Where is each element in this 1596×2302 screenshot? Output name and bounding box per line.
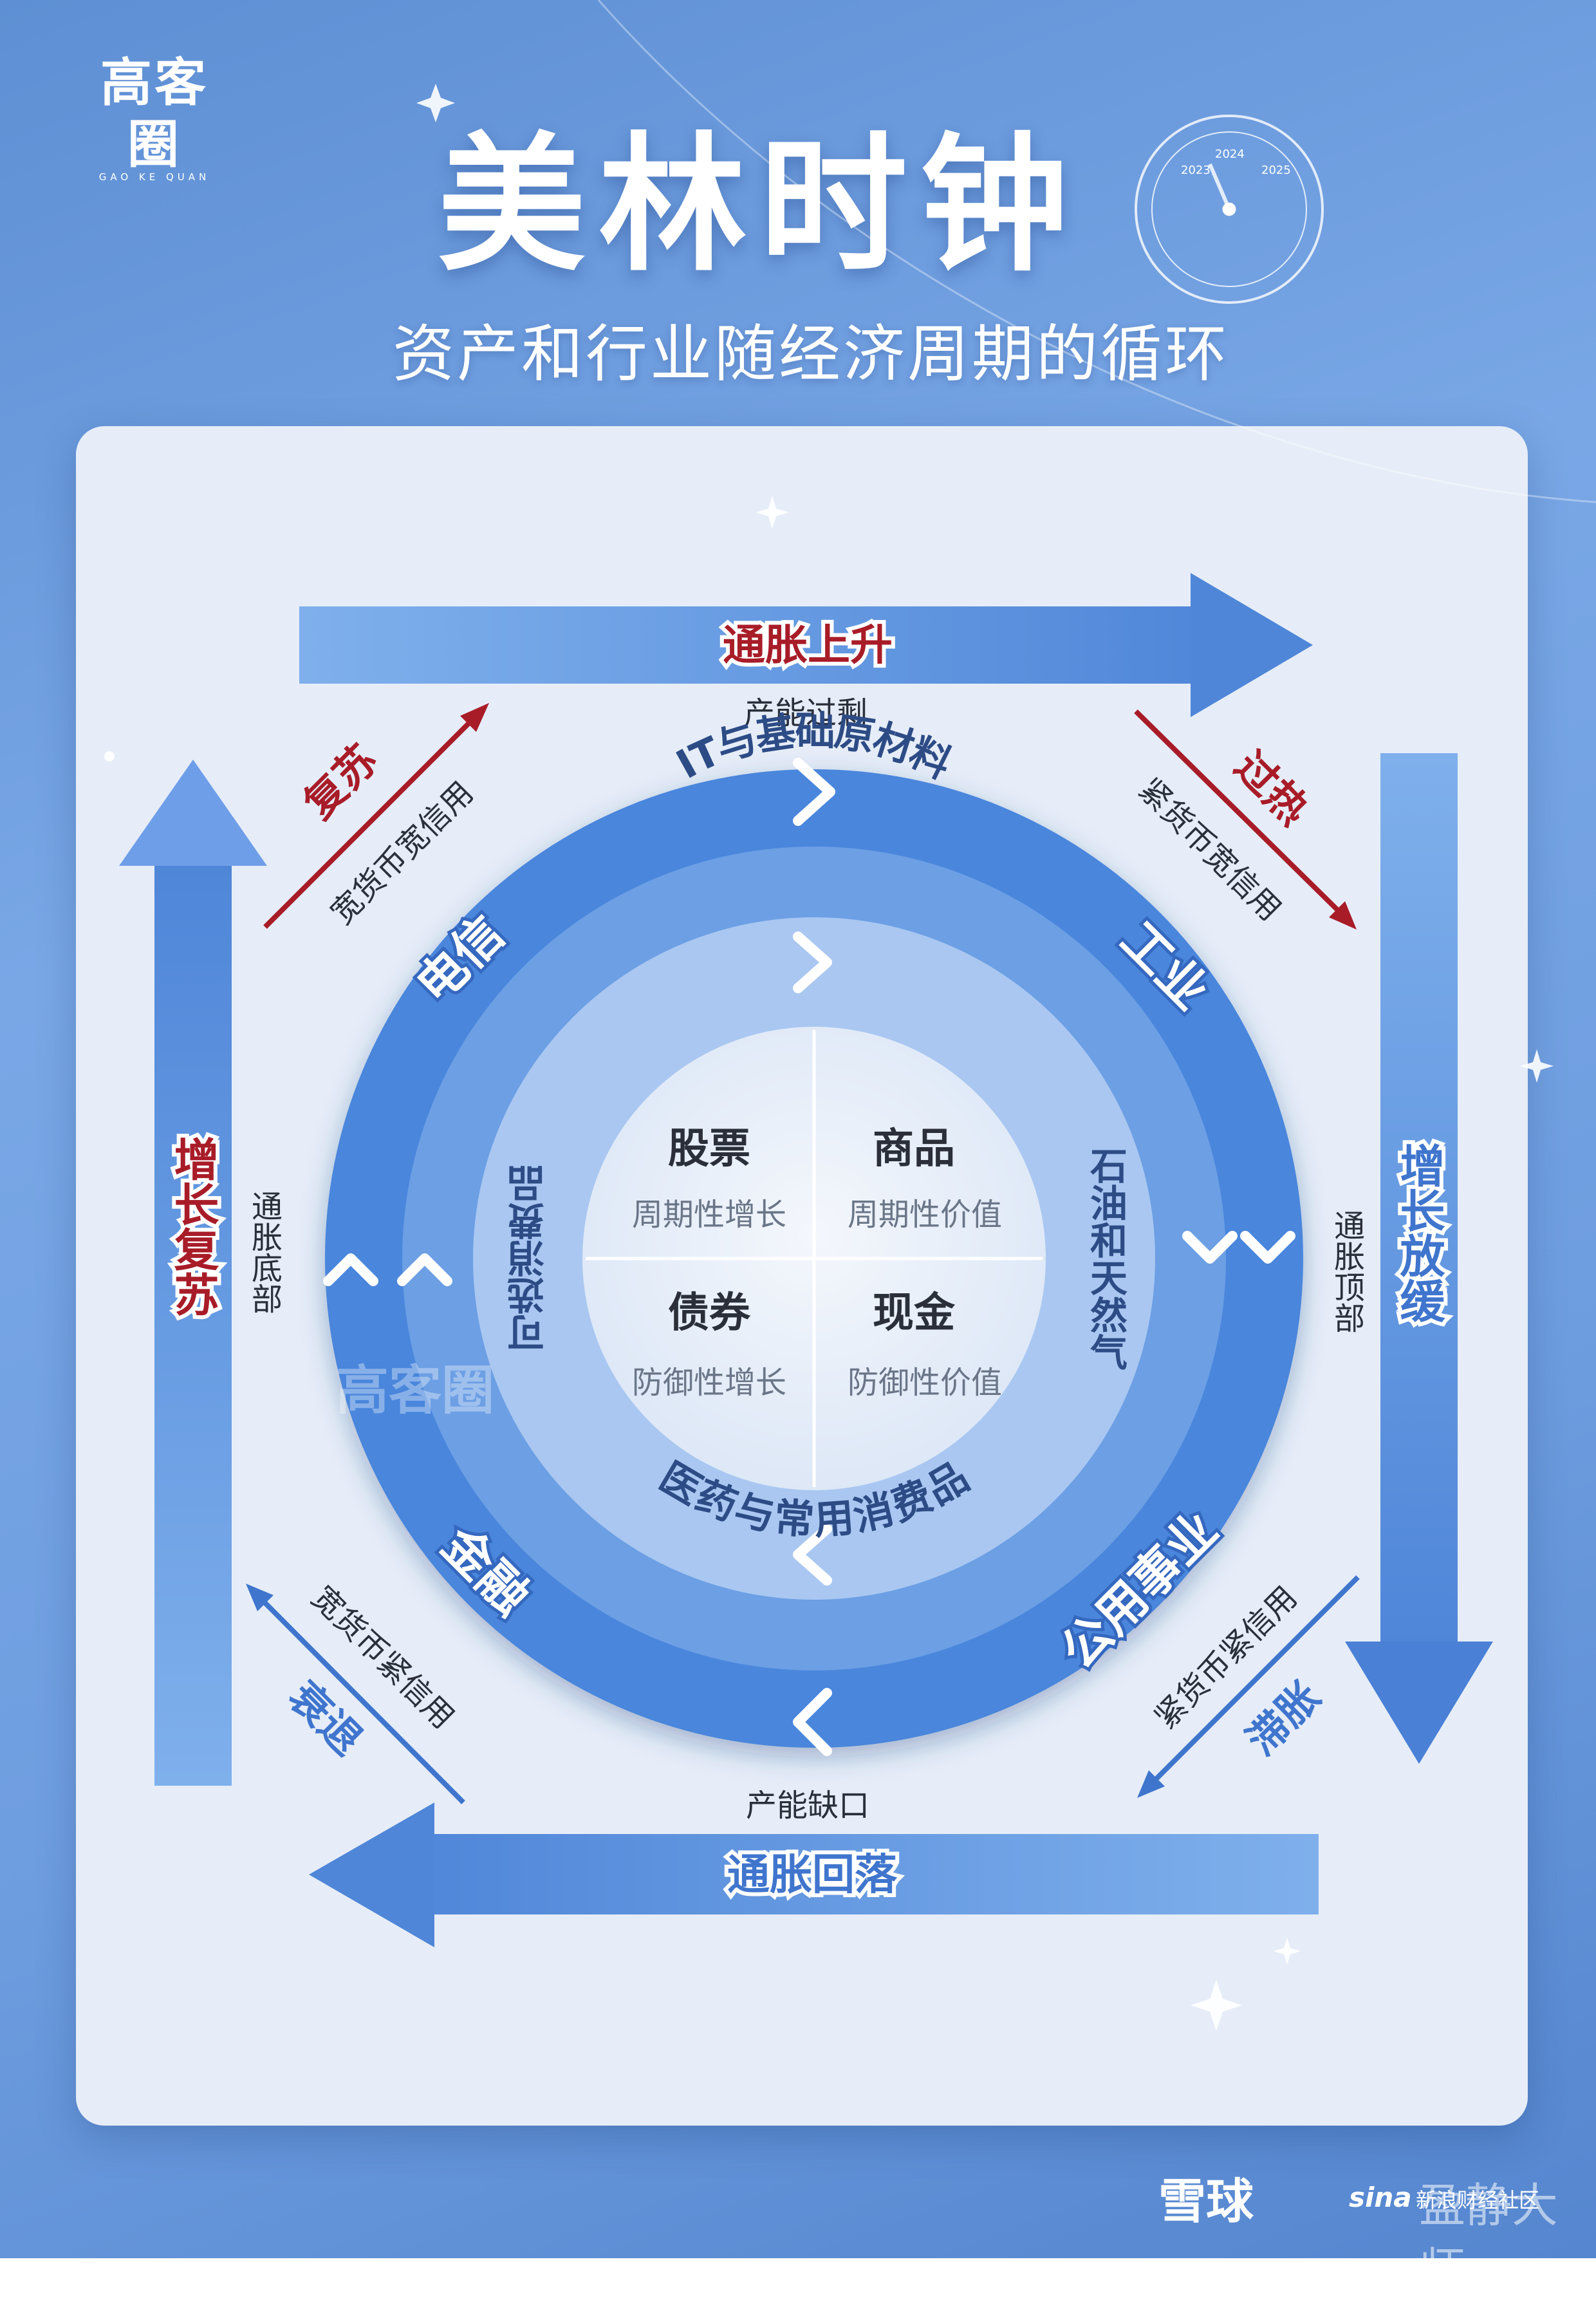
arrow-inflation-rising: [299, 573, 1313, 717]
page-subtitle: 资产和行业随经济周期的循环: [393, 318, 1229, 390]
sector-label-left: 可选消费品: [507, 1165, 551, 1352]
edge-label-top: 产能过剩: [744, 695, 868, 731]
sparkles: [104, 84, 1554, 2031]
phase-overheat-arrowhead: [1329, 901, 1357, 930]
footer-platform: 雪球: [1158, 2174, 1254, 2229]
quadrant-desc-stocks: 周期性增长: [632, 1197, 786, 1233]
arrow-growth-recovery: [119, 760, 267, 1786]
watermark: 高客圈: [336, 1360, 494, 1421]
brand-logo-sub: GAO KE QUAN: [98, 171, 210, 183]
chevron-down-icon: [1240, 1231, 1295, 1264]
arrow-label-bottom: 通胀回落: [727, 1850, 898, 1900]
phase-recovery: 复苏 宽货币宽信用: [263, 703, 489, 931]
phase-recession: 衰退 宽货币紧信用: [246, 1579, 465, 1804]
quadrant-asset-cash: 现金: [873, 1289, 956, 1337]
brand-logo: 高客圈 GAO KE QUAN: [84, 51, 225, 183]
arrow-label-top: 通胀上升: [723, 621, 893, 670]
phase-recovery-arrowhead: [460, 703, 489, 732]
ring-chevrons: [323, 758, 1295, 1756]
arrow-inflation-falling: [309, 1802, 1319, 1947]
phase-stagflation-arrow: [1147, 1575, 1360, 1788]
edge-label-right: 通胀顶部: [1328, 1210, 1364, 1333]
phase-recovery-arrow: [263, 714, 478, 929]
footer-sina: sina: [1349, 2182, 1412, 2213]
footer: 雪球 sina 盈静大师 新浪财经社区: [1158, 2169, 1583, 2297]
arrow-growth-slowing: [1345, 753, 1493, 1764]
asset-quadrants: 股票 周期性增长 商品 周期性价值 债券 防御性增长 现金 防御性价值: [632, 1125, 1002, 1401]
sparkle-icon: [756, 496, 789, 529]
chevron-left-icon: [793, 1688, 832, 1756]
clock-year-3: 2025: [1261, 164, 1291, 177]
quadrant-desc-cash: 防御性价值: [848, 1365, 1002, 1401]
chevron-left-icon: [793, 1524, 832, 1586]
decorative-curve: [597, 0, 1596, 503]
phase-recession-arrow: [255, 1593, 465, 1804]
phase-recession-name: 衰退: [279, 1673, 371, 1765]
quadrant-asset-stocks: 股票: [668, 1125, 750, 1173]
quadrant-desc-bonds: 防御性增长: [632, 1365, 786, 1401]
footer-community: 新浪财经社区: [1416, 2188, 1540, 2213]
sparkle-icon: [416, 84, 455, 122]
page-title: 美林时钟: [438, 120, 1082, 292]
phase-overheat-arrow: [1134, 709, 1347, 919]
sector-label-right: 石油和天然气: [1084, 1146, 1127, 1371]
quadrant-desc-commodities: 周期性价值: [848, 1197, 1002, 1233]
edge-label-left: 通胀底部: [246, 1190, 282, 1314]
quadrant-asset-commodities: 商品: [873, 1125, 955, 1173]
phase-overheat: 过热 紧货币宽信用: [1131, 709, 1357, 930]
edge-label-bottom: 产能缺口: [746, 1788, 869, 1824]
concentric-rings: [325, 769, 1303, 1748]
phase-overheat-name: 过热: [1225, 743, 1317, 835]
arrow-label-left: 增长复苏: [167, 1136, 219, 1316]
chevron-right-icon: [793, 931, 832, 993]
clock-icon: 2023 2024 2025: [1135, 115, 1324, 304]
phase-recovery-name: 复苏: [295, 736, 387, 828]
brand-logo-mark: 高客圈: [100, 52, 209, 174]
quadrant-asset-bonds: 债券: [668, 1289, 751, 1337]
sparkle-icon: [1520, 1049, 1554, 1083]
sparkle-icon: [104, 751, 115, 762]
arrow-label-right: 增长放缓: [1393, 1143, 1445, 1323]
chevron-up-icon: [397, 1253, 452, 1286]
clock-year-2: 2024: [1215, 147, 1245, 161]
phase-stagflation-arrowhead: [1137, 1770, 1165, 1798]
phase-stagflation: 滞胀 紧货币紧信用: [1137, 1575, 1360, 1798]
chevron-up-icon: [323, 1253, 378, 1286]
sparkle-icon: [1191, 1979, 1242, 2031]
phase-recession-arrowhead: [246, 1584, 274, 1611]
chevron-down-icon: [1182, 1231, 1238, 1264]
clock-year-1: 2023: [1181, 164, 1211, 177]
chevron-right-icon: [793, 758, 835, 826]
sparkle-icon: [1274, 1938, 1301, 1965]
